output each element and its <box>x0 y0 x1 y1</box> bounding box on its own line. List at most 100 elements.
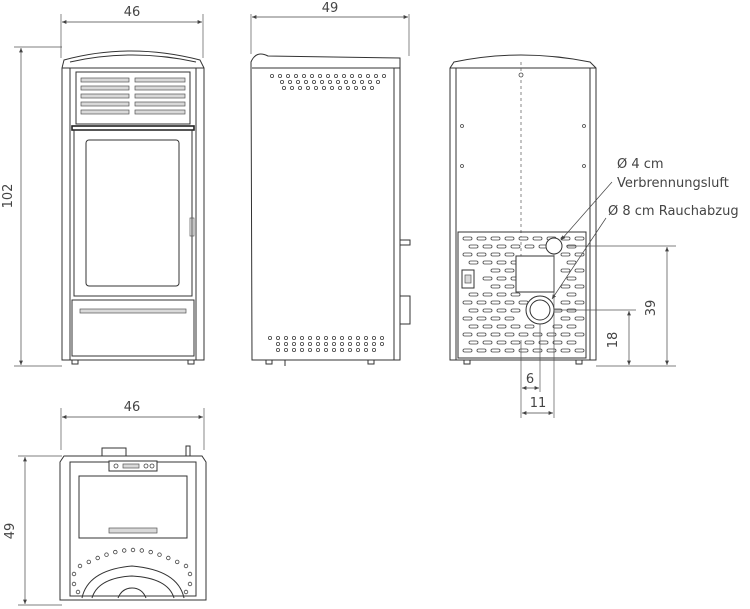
vent-hole <box>341 74 346 79</box>
vent-slot <box>510 244 521 249</box>
vent-hole <box>363 341 368 346</box>
vent-slot <box>552 324 563 329</box>
vent-slot <box>546 332 557 337</box>
vent-hole <box>281 86 286 91</box>
vent-slot <box>518 300 529 305</box>
vent-hole <box>287 80 292 85</box>
vent-slot <box>566 292 577 297</box>
vent-hole <box>319 80 324 85</box>
vent-hole <box>309 74 314 79</box>
vent-hole <box>345 86 350 91</box>
top-front-dots <box>71 547 193 595</box>
vent-hole <box>121 548 127 553</box>
vent-hole <box>331 335 336 340</box>
vent-hole <box>373 74 378 79</box>
vent-slot <box>510 292 521 297</box>
front-view: 46 102 <box>1 5 205 367</box>
vent-slot <box>504 252 515 257</box>
front-door-glass <box>85 139 180 287</box>
rear-view: Ø 4 cm Verbrennungsluft Ø 8 cm Rauchabzu… <box>449 54 739 418</box>
vent-hole <box>139 548 144 553</box>
vent-hole <box>75 589 81 595</box>
vent-hole <box>315 335 320 340</box>
vent-hole <box>353 86 358 91</box>
vent-slot <box>510 308 521 313</box>
rear-cover-plate <box>515 255 555 293</box>
vent-slot <box>538 340 549 345</box>
vent-hole <box>71 581 77 587</box>
side-foot-left <box>265 359 273 365</box>
vent-slot <box>566 276 577 281</box>
front-door-handle <box>189 217 195 237</box>
vent-hole <box>327 80 332 85</box>
vent-hole <box>315 341 320 346</box>
vent-hole <box>77 563 83 569</box>
vent-slot <box>560 252 571 257</box>
vent-slot <box>574 332 585 337</box>
top-front-arch-outer <box>81 565 185 599</box>
vent-slot <box>482 324 493 329</box>
vent-hole <box>355 347 360 352</box>
vent-hole <box>279 80 284 85</box>
vent-hole <box>71 571 77 577</box>
vent-hole <box>381 74 386 79</box>
vent-slot <box>532 236 543 241</box>
flue-offset-label: 6 <box>526 372 534 387</box>
vent-hole <box>307 347 312 352</box>
vent-slot <box>574 348 585 353</box>
vent-hole <box>275 335 280 340</box>
flue-height-label: 18 <box>606 332 621 349</box>
vent-slot <box>574 284 585 289</box>
vent-hole <box>307 335 312 340</box>
top-lid-grip <box>108 527 158 534</box>
vent-slot <box>496 340 507 345</box>
vent-slot <box>490 332 501 337</box>
vent-slot <box>496 244 507 249</box>
front-foot-right <box>187 359 195 365</box>
front-door <box>73 129 193 297</box>
vent-hole <box>130 547 136 553</box>
front-grille-slats <box>80 77 186 115</box>
vent-hole <box>339 347 344 352</box>
vent-slot <box>574 300 585 305</box>
vent-hole <box>369 86 374 91</box>
vent-slot <box>490 348 501 353</box>
vent-slot <box>482 260 493 265</box>
vent-hole <box>303 80 308 85</box>
top-width-label: 46 <box>124 400 141 415</box>
vent-hole <box>113 549 118 555</box>
vent-slot <box>560 300 571 305</box>
flue-leader <box>551 217 607 300</box>
vent-slot <box>560 332 571 337</box>
top-depth-label: 49 <box>3 523 18 540</box>
side-foot-right <box>367 359 375 365</box>
vent-slot <box>490 268 501 273</box>
front-width-label: 46 <box>124 5 141 20</box>
vent-slot <box>462 316 473 321</box>
vent-hole <box>313 86 318 91</box>
vent-slot <box>504 348 515 353</box>
rear-air-intake <box>545 237 563 255</box>
vent-hole <box>355 335 360 340</box>
vent-slot <box>468 244 479 249</box>
vent-hole <box>291 335 296 340</box>
side-view: 49 <box>250 1 411 366</box>
vent-hole <box>331 347 336 352</box>
vent-hole <box>325 74 330 79</box>
rear-screws <box>460 124 586 168</box>
vent-hole <box>363 335 368 340</box>
vent-hole <box>363 347 368 352</box>
rear-vent-slots <box>462 236 585 353</box>
vent-slot <box>490 236 501 241</box>
vent-hole <box>329 86 334 91</box>
vent-slot <box>532 332 543 337</box>
vent-hole <box>299 341 304 346</box>
vent-slot <box>476 332 487 337</box>
vent-hole <box>351 80 356 85</box>
vent-slot <box>560 348 571 353</box>
vent-hole <box>267 335 272 340</box>
vent-hole <box>323 335 328 340</box>
vent-hole <box>95 555 100 561</box>
side-rear-box <box>399 295 411 325</box>
